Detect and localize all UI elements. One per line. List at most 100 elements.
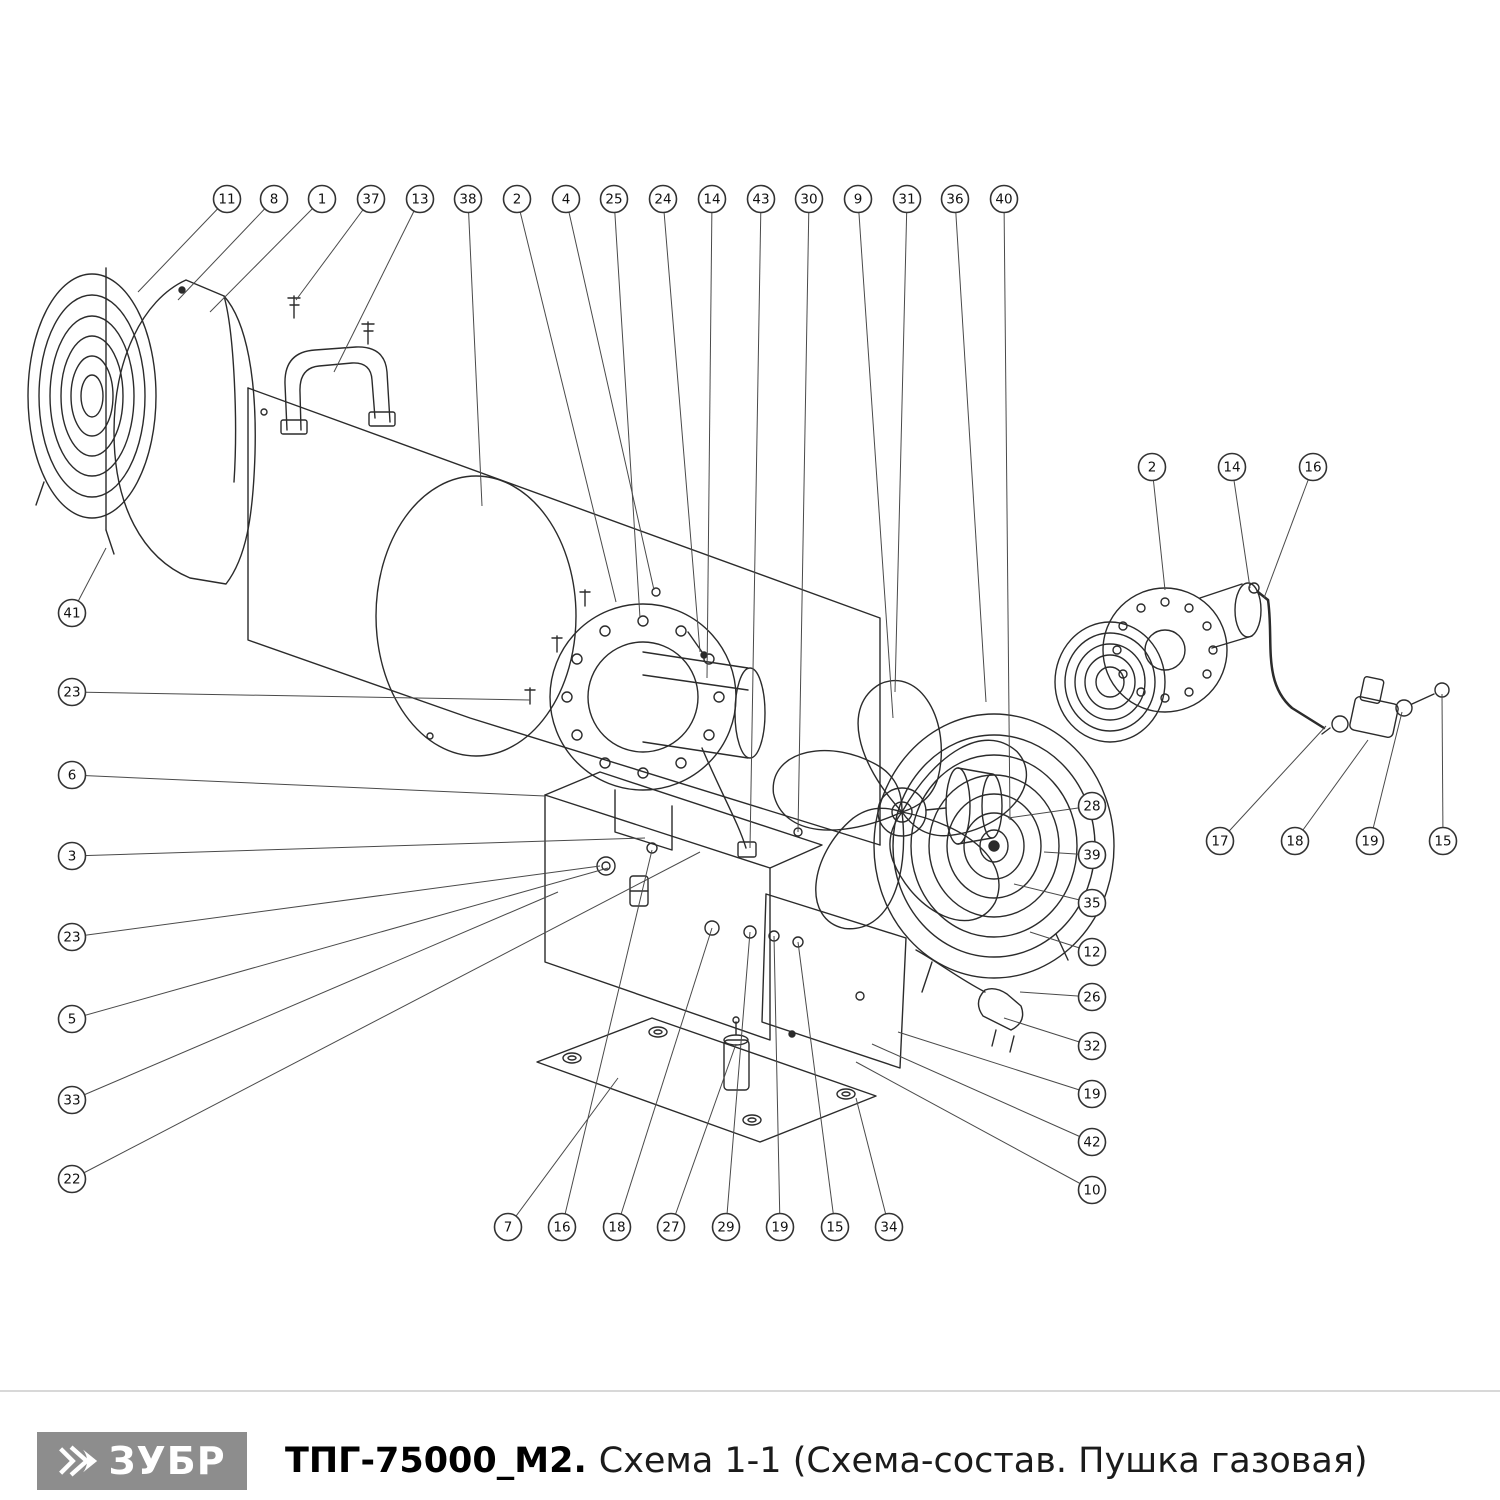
callout-14: 14 <box>1217 452 1247 482</box>
svg-text:31: 31 <box>898 192 915 208</box>
svg-text:32: 32 <box>1083 1039 1100 1055</box>
svg-text:18: 18 <box>1286 834 1303 850</box>
leader-line-43 <box>749 198 762 849</box>
leader-line-23 <box>71 865 601 938</box>
callout-11: 11 <box>212 184 242 214</box>
leader-line-13 <box>333 198 421 373</box>
leader-line-27 <box>670 1043 737 1228</box>
svg-text:10: 10 <box>1083 1183 1100 1199</box>
leader-line-19 <box>1369 711 1403 842</box>
leader-line-5 <box>71 867 609 1020</box>
burner-assembly <box>524 587 803 858</box>
callout-42: 42 <box>1077 1127 1107 1157</box>
callout-17: 17 <box>1205 826 1235 856</box>
callout-24: 24 <box>648 184 678 214</box>
svg-text:19: 19 <box>771 1220 788 1236</box>
brand-logo-icon <box>59 1445 98 1477</box>
svg-text:8: 8 <box>270 192 279 208</box>
svg-text:42: 42 <box>1083 1135 1100 1151</box>
leader-line-6 <box>71 774 546 797</box>
svg-text:35: 35 <box>1083 896 1100 912</box>
leader-line-30 <box>797 198 810 833</box>
leader-line-16 <box>561 849 653 1228</box>
callout-43: 43 <box>746 184 776 214</box>
callout-16: 16 <box>1298 452 1328 482</box>
svg-text:40: 40 <box>995 192 1012 208</box>
model-code: ТПГ-75000_М2. <box>285 1441 587 1481</box>
callout-12: 12 <box>1077 937 1107 967</box>
svg-text:19: 19 <box>1361 834 1378 850</box>
carry-handle <box>280 295 396 435</box>
callout-35: 35 <box>1077 888 1107 918</box>
fan-impeller <box>762 679 1040 945</box>
callout-8: 8 <box>259 184 289 214</box>
callout-3: 3 <box>57 841 87 871</box>
svg-text:38: 38 <box>459 192 476 208</box>
doc-title: ТПГ-75000_М2.Схема 1-1 (Схема-состав. Пу… <box>285 1441 1368 1481</box>
leader-line-11 <box>137 198 228 293</box>
rear-grille <box>873 713 1115 993</box>
callout-33: 33 <box>57 1085 87 1115</box>
svg-text:26: 26 <box>1083 990 1100 1006</box>
leader-line-14 <box>706 198 713 679</box>
svg-text:3: 3 <box>68 849 77 865</box>
leader-line-34 <box>855 1097 890 1228</box>
leader-line-29 <box>725 931 751 1228</box>
brand-name: ЗУБР <box>108 1439 226 1483</box>
callout-37: 37 <box>356 184 386 214</box>
callout-23: 23 <box>57 677 87 707</box>
callout-19: 19 <box>1077 1079 1107 1109</box>
callout-38: 38 <box>453 184 483 214</box>
gas-valve-detail <box>1054 582 1450 743</box>
svg-text:19: 19 <box>1083 1087 1100 1103</box>
front-grille <box>27 267 157 555</box>
svg-text:28: 28 <box>1083 799 1100 815</box>
callout-40: 40 <box>989 184 1019 214</box>
svg-text:25: 25 <box>605 192 622 208</box>
footer-row: ЗУБР ТПГ-75000_М2.Схема 1-1 (Схема-соста… <box>0 1392 1500 1490</box>
leader-line-16 <box>1263 466 1314 599</box>
leader-line-42 <box>871 1043 1093 1143</box>
callout-26: 26 <box>1077 982 1107 1012</box>
callout-2: 2 <box>1137 452 1167 482</box>
callout-22: 22 <box>57 1164 87 1194</box>
leader-line-3 <box>71 837 646 857</box>
callout-5: 5 <box>57 1004 87 1034</box>
callout-14: 14 <box>697 184 727 214</box>
base-plate <box>536 1017 877 1143</box>
leader-line-31 <box>894 198 908 693</box>
svg-text:5: 5 <box>68 1012 77 1028</box>
callout-4: 4 <box>551 184 581 214</box>
rear-panel <box>761 893 907 1069</box>
callout-9: 9 <box>843 184 873 214</box>
callout-41: 41 <box>57 598 87 628</box>
callout-29: 29 <box>711 1212 741 1242</box>
exploded-diagram: 1181371338242524144330931364021416412363… <box>27 184 1458 1242</box>
front-cover <box>113 279 256 585</box>
power-plug <box>915 949 1024 1053</box>
svg-text:7: 7 <box>504 1220 513 1236</box>
leader-line-24 <box>662 198 701 653</box>
svg-text:9: 9 <box>854 192 863 208</box>
callout-25: 25 <box>599 184 629 214</box>
svg-text:41: 41 <box>63 606 80 622</box>
callout-15: 15 <box>1428 826 1458 856</box>
svg-text:15: 15 <box>826 1220 843 1236</box>
svg-text:11: 11 <box>218 192 235 208</box>
callout-32: 32 <box>1077 1031 1107 1061</box>
leader-line-18 <box>616 927 713 1228</box>
svg-text:16: 16 <box>1304 460 1321 476</box>
leader-line-38 <box>467 198 483 507</box>
svg-text:2: 2 <box>1148 460 1157 476</box>
svg-text:33: 33 <box>63 1093 80 1109</box>
leader-line-32 <box>1003 1017 1093 1047</box>
leader-line-25 <box>613 198 641 619</box>
callout-36: 36 <box>940 184 970 214</box>
leader-line-33 <box>71 891 559 1101</box>
svg-text:24: 24 <box>654 192 671 208</box>
leader-line-22 <box>71 851 701 1180</box>
leader-line-14 <box>1231 466 1251 589</box>
svg-text:43: 43 <box>752 192 769 208</box>
svg-text:16: 16 <box>553 1220 570 1236</box>
